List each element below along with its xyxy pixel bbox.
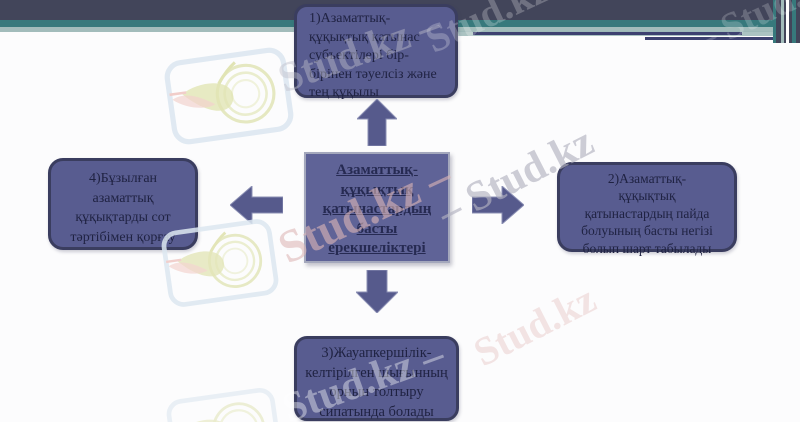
up-arrow bbox=[357, 99, 397, 146]
node-right: 2)Азаматтық- құқықтық қатынастардың пайд… bbox=[557, 162, 737, 256]
down-arrow bbox=[356, 270, 398, 313]
studkz-hummingbird-logo bbox=[162, 379, 285, 422]
header-corner-stripes bbox=[773, 0, 800, 43]
left-arrow bbox=[230, 186, 283, 224]
studkz-hummingbird-logo bbox=[160, 44, 297, 149]
node-left: 4)Бұзылған азаматтық құқықтарды сот тәрт… bbox=[48, 158, 198, 250]
node-top: 1)Азаматтық- құқықтық қатынас субъектіле… bbox=[294, 4, 458, 100]
studkz-watermark: Stud.kz bbox=[466, 275, 603, 375]
node-bottom: 3)Жауапкершілік- келтірілген шығынның ор… bbox=[294, 336, 459, 421]
right-arrow bbox=[472, 186, 524, 224]
header-accent-line-1 bbox=[473, 32, 742, 35]
header-accent-line-2 bbox=[645, 37, 785, 40]
node-center: Азаматтық- құқықтық қатынастардың басты … bbox=[304, 152, 450, 263]
